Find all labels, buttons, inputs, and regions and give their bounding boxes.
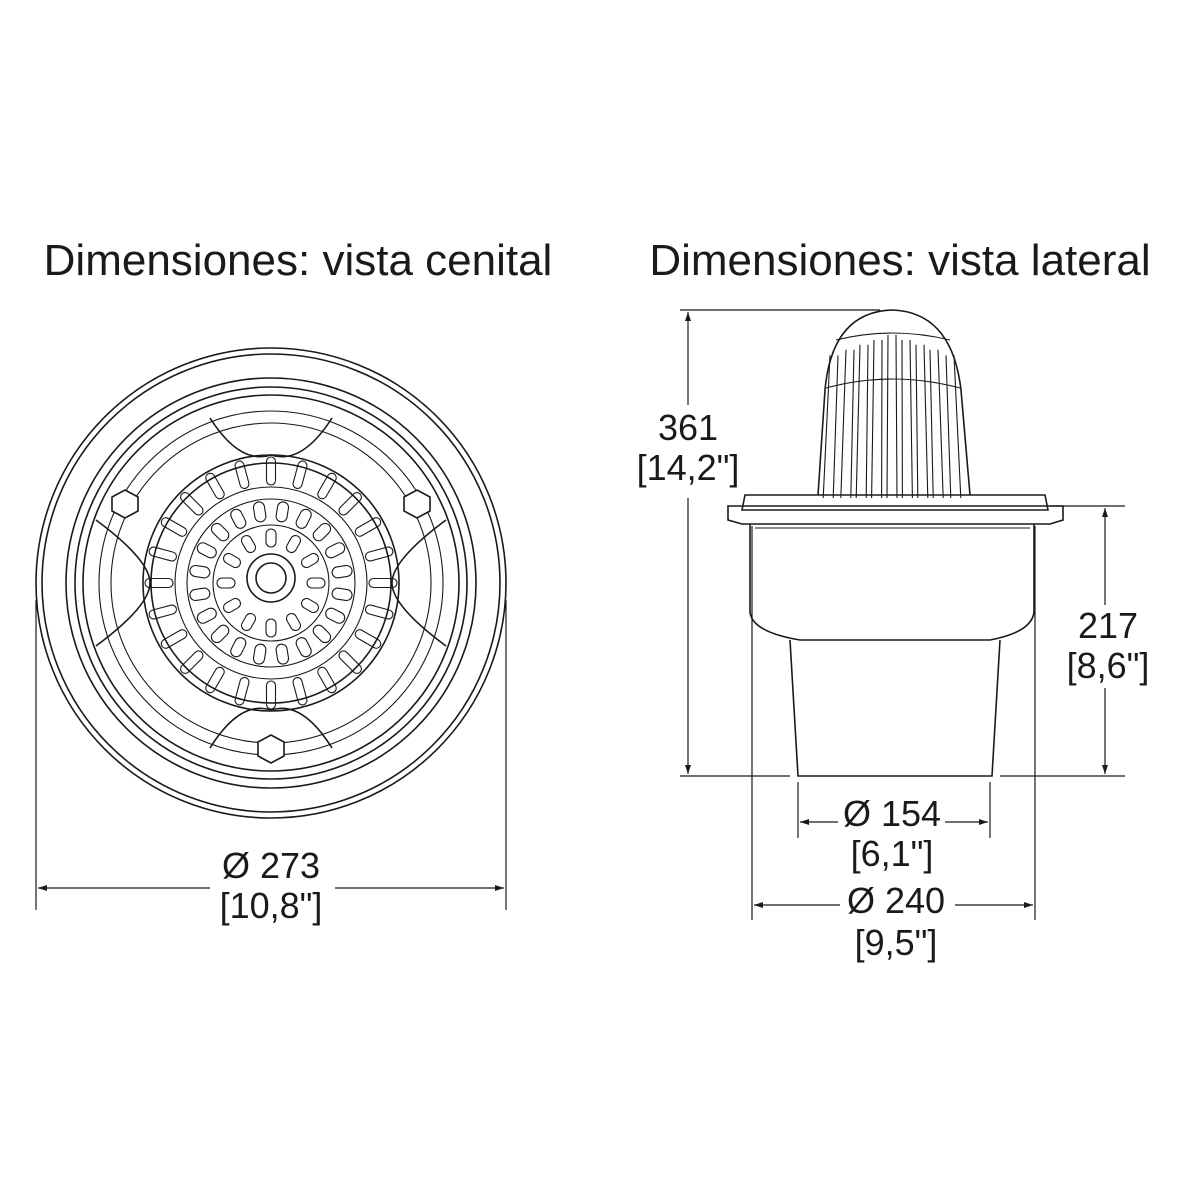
strainer-slot (368, 577, 398, 589)
total-height-inch-label: [14,2"] (637, 447, 740, 488)
strainer-slot (265, 528, 277, 548)
strainer-slot (300, 597, 320, 614)
outlet-diameter-inch-label: [6,1"] (851, 833, 934, 874)
dome-rib (822, 355, 839, 499)
strainer-slot (338, 650, 362, 674)
strainer-slot (285, 612, 302, 632)
total-height-label: 361 (658, 407, 718, 448)
strainer-slot (265, 680, 277, 710)
top-view-drawing (35, 347, 507, 910)
strainer-slot (240, 612, 257, 632)
strainer-slot (354, 629, 382, 649)
strainer-slot (300, 552, 320, 569)
strainer-slot (189, 564, 211, 579)
strainer-slot (312, 522, 332, 542)
strainer-slot (364, 546, 394, 562)
strainer-slot (160, 629, 188, 649)
body-diameter-inch-label: [9,5"] (855, 922, 938, 963)
strainer-slot (306, 577, 326, 589)
strainer-slot (265, 456, 277, 486)
side-view-title: Dimensiones: vista lateral (649, 236, 1150, 285)
top-diameter-inch-label: [10,8"] (220, 885, 323, 926)
strainer-slot (222, 552, 242, 569)
strainer-slot (189, 587, 211, 602)
strainer-slot (205, 666, 225, 694)
top-diameter-label: Ø 273 (222, 845, 320, 886)
top-view-title: Dimensiones: vista cenital (44, 236, 553, 285)
strainer-slot (331, 564, 353, 579)
body-height-label: 217 (1078, 605, 1138, 646)
strainer-slot (285, 534, 302, 554)
dome-rib (871, 339, 883, 499)
dome-rib (855, 344, 869, 499)
clamp-notches (95, 417, 447, 749)
dome-rib (915, 344, 929, 499)
strainer-inner-slots (216, 528, 326, 638)
strainer-slot (148, 546, 178, 562)
dome-rib (929, 349, 944, 499)
outlet-diameter-label: Ø 154 (843, 793, 941, 834)
strainer-slot (275, 643, 290, 665)
strainer-slot (180, 650, 204, 674)
strainer-slot (338, 492, 362, 516)
strainer-slot (222, 597, 242, 614)
side-view-drawing (680, 309, 1125, 920)
strainer-slot (148, 604, 178, 620)
strainer-slot (230, 508, 247, 529)
strainer-slot (317, 666, 337, 694)
strainer-slot (331, 587, 353, 602)
strainer-slot (205, 472, 225, 500)
strainer-middle-slots (189, 501, 353, 665)
strainer-slot (292, 676, 308, 706)
hex-bolts (111, 489, 431, 764)
strainer-outer-slots (144, 456, 398, 710)
strainer-slot (325, 607, 346, 624)
strainer-slot (295, 637, 312, 658)
dome-rib (886, 334, 898, 499)
strainer-slot (196, 607, 217, 624)
strainer-slot (210, 624, 230, 644)
strainer-slot (252, 501, 267, 523)
strainer-slot (196, 542, 217, 559)
strainer-slot (160, 517, 188, 537)
strainer-slot (275, 501, 290, 523)
strainer-slot (265, 618, 277, 638)
body-height-inch-label: [8,6"] (1067, 645, 1150, 686)
strainer-slot (230, 637, 247, 658)
body-diameter-label: Ø 240 (847, 880, 945, 921)
strainer-slot (295, 508, 312, 529)
strainer-slot (292, 460, 308, 490)
strainer-slot (354, 517, 382, 537)
dome-rib (901, 339, 913, 499)
strainer-slot (210, 522, 230, 542)
strainer-slot (317, 472, 337, 500)
strainer-slot (325, 542, 346, 559)
strainer-slot (180, 492, 204, 516)
strainer-slot (312, 624, 332, 644)
dome-rib (945, 355, 962, 499)
strainer-slot (364, 604, 394, 620)
dome-rib (840, 349, 855, 499)
strainer-slot (240, 534, 257, 554)
strainer-slot (252, 643, 267, 665)
strainer-slot (144, 577, 174, 589)
strainer-slot (216, 577, 236, 589)
dome-ribs (822, 334, 962, 499)
strainer-slot (234, 460, 250, 490)
strainer-slot (234, 676, 250, 706)
